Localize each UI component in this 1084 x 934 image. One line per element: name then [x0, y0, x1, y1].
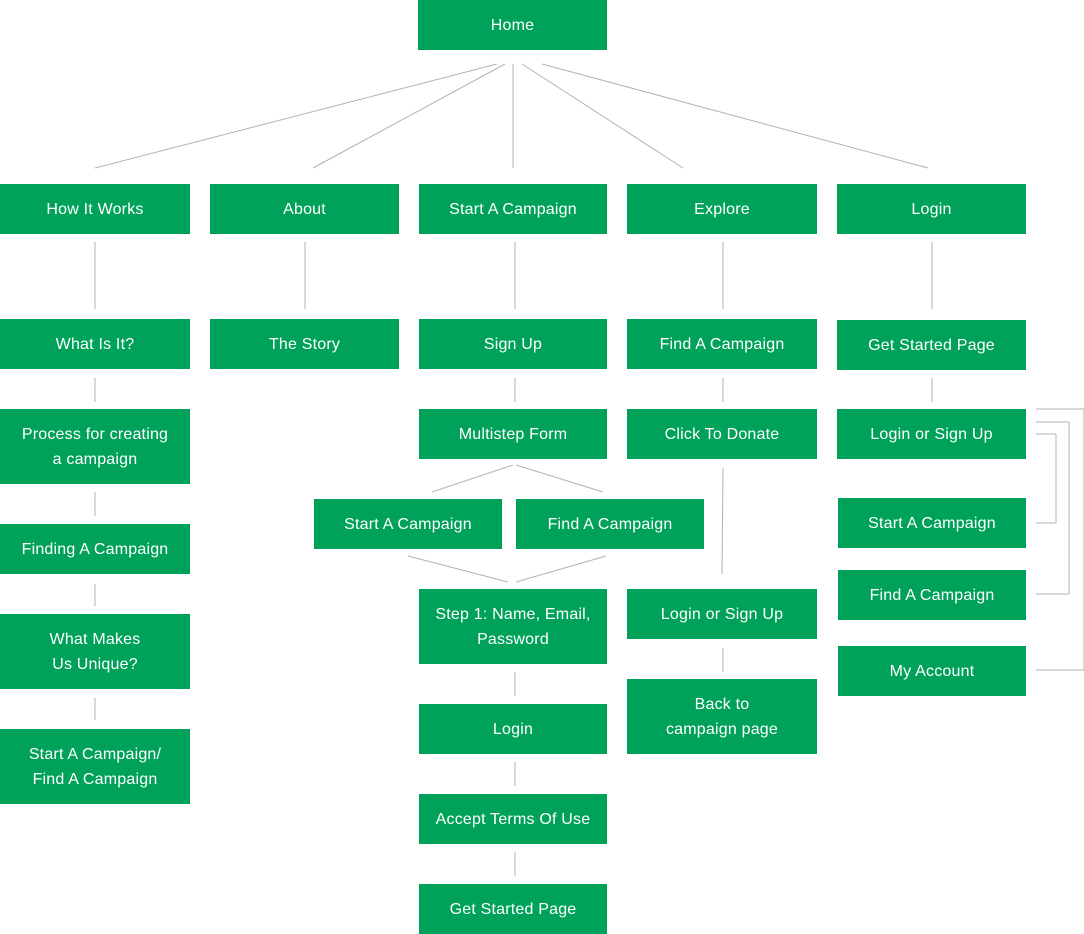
- login-get-started-node[interactable]: Get Started Page: [837, 320, 1026, 370]
- campaign-login-node[interactable]: Login: [419, 704, 607, 754]
- connector-line: [721, 467, 724, 575]
- connector-line: [515, 464, 604, 493]
- home-node[interactable]: Home: [418, 0, 607, 50]
- login-start-campaign-node[interactable]: Start A Campaign: [838, 498, 1026, 548]
- back-to-campaign-node[interactable]: Back to campaign page: [627, 679, 817, 754]
- process-for-creating-node[interactable]: Process for creating a campaign: [0, 409, 190, 484]
- login-find-campaign-node[interactable]: Find A Campaign: [838, 570, 1026, 620]
- connector-line: [407, 555, 509, 583]
- how-it-works-node[interactable]: How It Works: [0, 184, 190, 234]
- explore-login-signup-node[interactable]: Login or Sign Up: [627, 589, 817, 639]
- explore-node[interactable]: Explore: [627, 184, 817, 234]
- connector-line: [94, 63, 498, 169]
- what-makes-us-unique-node[interactable]: What Makes Us Unique?: [0, 614, 190, 689]
- click-to-donate-node[interactable]: Click To Donate: [627, 409, 817, 459]
- the-story-node[interactable]: The Story: [210, 319, 399, 369]
- step1-node[interactable]: Step 1: Name, Email, Password: [419, 589, 607, 664]
- connector-line: [521, 63, 684, 169]
- what-is-it-node[interactable]: What Is It?: [0, 319, 190, 369]
- multistep-find-campaign-node[interactable]: Find A Campaign: [516, 499, 704, 549]
- accept-terms-node[interactable]: Accept Terms Of Use: [419, 794, 607, 844]
- connector-line: [515, 555, 607, 583]
- campaign-get-started-node[interactable]: Get Started Page: [419, 884, 607, 934]
- about-node[interactable]: About: [210, 184, 399, 234]
- start-a-campaign-node[interactable]: Start A Campaign: [419, 184, 607, 234]
- explore-find-campaign-node[interactable]: Find A Campaign: [627, 319, 817, 369]
- finding-a-campaign-node[interactable]: Finding A Campaign: [0, 524, 190, 574]
- connector-line: [312, 63, 506, 169]
- my-account-node[interactable]: My Account: [838, 646, 1026, 696]
- connector-line: [431, 464, 514, 493]
- sign-up-node[interactable]: Sign Up: [419, 319, 607, 369]
- multistep-form-node[interactable]: Multistep Form: [419, 409, 607, 459]
- start-find-campaign-node[interactable]: Start A Campaign/ Find A Campaign: [0, 729, 190, 804]
- multistep-start-campaign-node[interactable]: Start A Campaign: [314, 499, 502, 549]
- login-node[interactable]: Login: [837, 184, 1026, 234]
- login-login-signup-node[interactable]: Login or Sign Up: [837, 409, 1026, 459]
- connector-line: [541, 63, 929, 169]
